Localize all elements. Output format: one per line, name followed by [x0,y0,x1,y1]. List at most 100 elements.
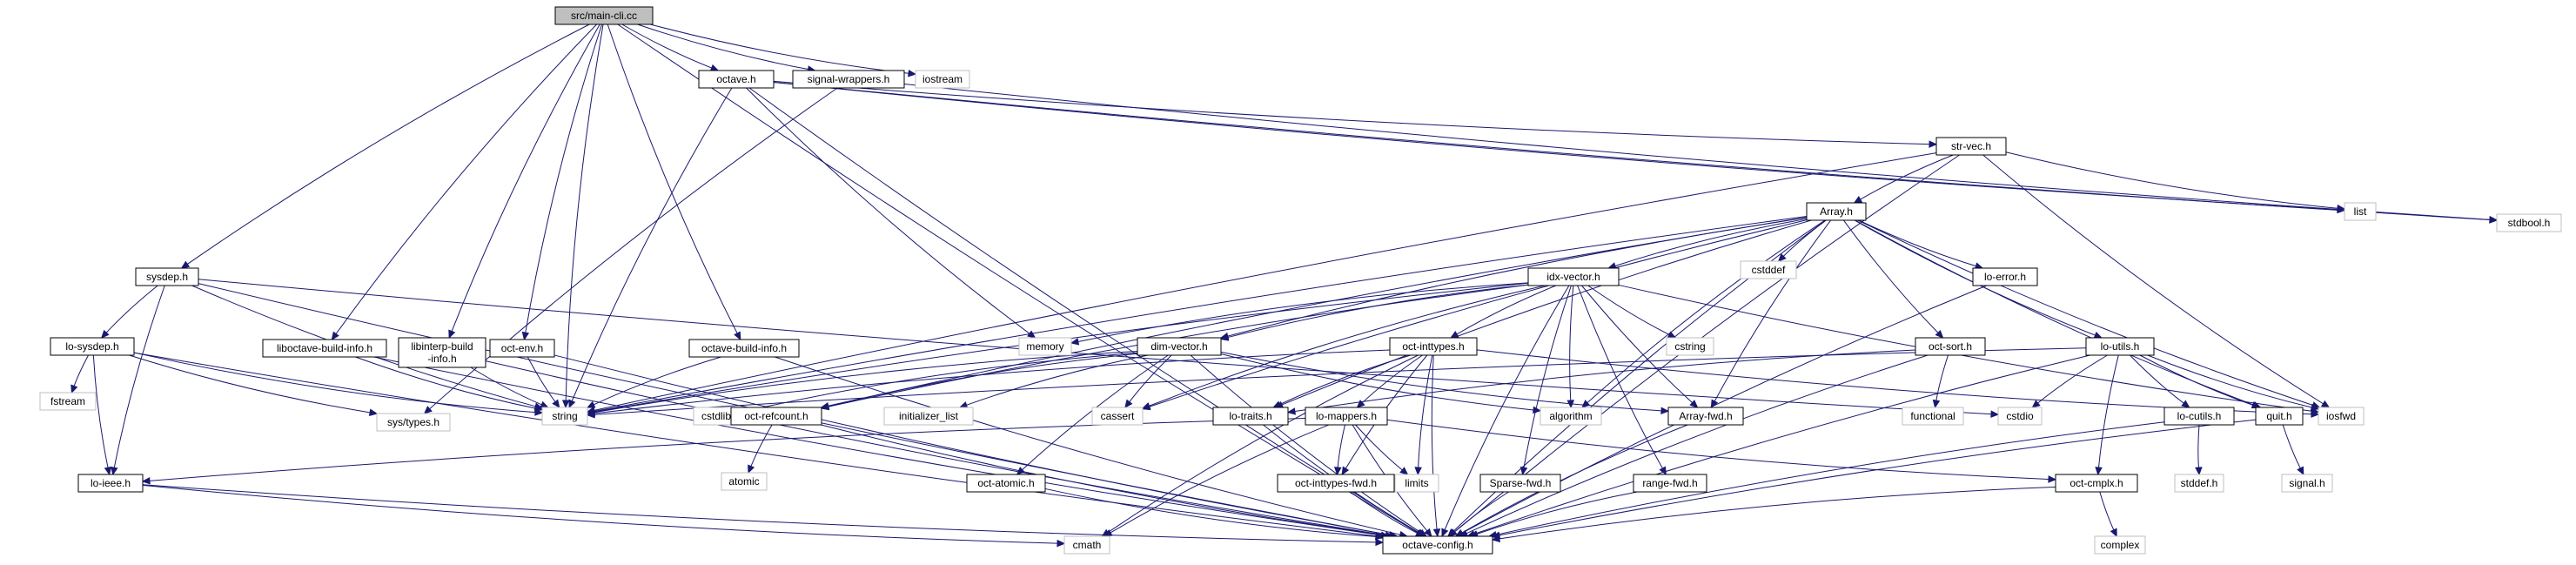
edge-idx-vector-to-cassert [1141,285,1546,410]
node-octave-config[interactable]: octave-config.h [1382,535,1493,555]
edge-arrowhead [1375,533,1385,541]
node-oct-sort[interactable]: oct-sort.h [1915,337,1986,356]
node-oct-cmplx[interactable]: oct-cmplx.h [2055,474,2138,493]
edge-oct-atomic-to-octave-config [1044,488,1385,541]
edge-line [1935,354,1949,401]
edge-arrowhead [1070,338,1080,346]
edge-arrowhead [2297,466,2304,476]
edge-arrowhead [1414,467,1422,476]
node-oct-atomic[interactable]: oct-atomic.h [966,474,1046,493]
node-oct-inttypes[interactable]: oct-inttypes.h [1389,337,1478,356]
node-array-h[interactable]: Array.h [1806,202,1867,221]
edge-libinterp-bi-to-octave-config [485,360,1394,539]
edge-arrowhead [2181,400,2190,408]
edge-arrowhead [568,399,576,409]
node-limits: limits [1394,474,1439,493]
edge-arrowhead [1432,528,1441,538]
node-quit-h[interactable]: quit.h [2255,407,2304,426]
edge-octave-bi-to-string [586,356,721,408]
edge-line [1220,351,1662,412]
edge-line [745,352,1138,412]
edge-octave-h-to-memory [746,87,1036,339]
node-lo-ieee[interactable]: lo-ieee.h [77,474,144,493]
node-box [1740,260,1797,279]
edge-octave-h-to-str-vec [773,80,1938,148]
node-signal-wrappers[interactable]: signal-wrappers.h [792,70,905,89]
edge-line [1587,285,1670,335]
node-label: complex [2101,539,2140,551]
node-sparse-fwd[interactable]: Sparse-fwd.h [1479,474,1561,493]
node-box [1212,407,1289,426]
node-lo-error[interactable]: lo-error.h [1972,267,2038,286]
edge-dim-vector-to-algorithm [1220,353,1542,414]
node-oct-refcount[interactable]: oct-refcount.h [730,407,822,426]
edge-line [1569,285,1574,401]
edge-arrowhead [2093,331,2103,339]
node-label: cstdlib [701,410,731,422]
edge-line [1149,219,1808,407]
edge-line [2197,424,2200,468]
node-range-fwd[interactable]: range-fwd.h [1633,474,1707,493]
edge-line [1386,419,2049,480]
node-box [1902,407,1964,426]
edge-array-h-to-string [586,215,1808,415]
node-functional: functional [1902,407,1964,426]
edge-lo-ieee-to-octave-config [142,484,1385,547]
node-oct-inttypes-fwd[interactable]: oct-inttypes-fwd.h [1277,474,1395,493]
edge-line [1281,219,1812,406]
node-lo-mappers[interactable]: lo-mappers.h [1305,407,1388,426]
node-libinterp-bi[interactable]: libinterp-build-info.h [398,337,486,368]
node-oct-env[interactable]: oct-env.h [489,339,555,358]
node-lo-traits[interactable]: lo-traits.h [1212,407,1289,426]
node-octave-bi[interactable]: octave-build-info.h [688,339,800,358]
edge-arrowhead [1057,539,1066,548]
node-box [688,339,800,358]
edges-layer [70,24,2499,548]
edge-dim-vector-to-init-list [958,354,1149,409]
node-list: list [2344,202,2377,221]
node-box [2496,213,2562,232]
node-label: oct-inttypes-fwd.h [1295,477,1377,489]
edge-line [1444,285,1570,530]
node-box [39,392,97,411]
node-label: fstream [50,395,85,407]
edge-arrowhead [748,464,755,474]
node-dim-vector[interactable]: dim-vector.h [1137,337,1222,356]
node-lo-sysdep[interactable]: lo-sysdep.h [50,337,135,356]
edge-arrowhead [1853,196,1863,204]
edge-main-to-sysdep [180,24,590,269]
edge-line [828,353,1138,407]
node-str-vec[interactable]: str-vec.h [1935,137,2007,156]
edge-sysdep-to-lo-sysdep [100,285,158,339]
edge-idx-vector-to-algorithm [1566,285,1574,409]
node-label: octave-build-info.h [701,342,787,354]
node-liboctave-bi[interactable]: liboctave-build-info.h [262,339,387,358]
edge-line [470,367,542,406]
edge-arrowhead [1375,538,1385,547]
edge-arrowhead [111,466,118,476]
node-octave-h[interactable]: octave.h [698,70,775,89]
edge-arrowhead [709,64,720,71]
node-box [541,407,588,426]
edge-main-to-liboctave-bi [331,24,597,341]
edge-line [775,356,1401,535]
node-box [698,70,775,89]
node-lo-cutils[interactable]: lo-cutils.h [2163,407,2235,426]
edge-arrowhead [100,329,110,339]
node-box [883,407,974,426]
edge-lo-mappers-to-limits [1355,424,1409,475]
node-idx-vector[interactable]: idx-vector.h [1527,267,1620,286]
edge-line [1337,424,1345,468]
edge-main-to-signal-wrappers [637,24,816,73]
node-array-fwd[interactable]: Array-fwd.h [1667,407,1744,426]
node-label: atomic [728,475,759,488]
edge-line [1461,424,1688,534]
node-box [50,337,135,356]
edge-arrowhead [1519,466,1528,476]
node-lo-utils[interactable]: lo-utils.h [2085,337,2155,356]
node-label: initializer_list [899,410,959,422]
edge-idx-vector-to-oct-inttypes [1450,285,1557,339]
node-box [2255,407,2304,426]
node-string: string [541,407,588,426]
node-sysdep[interactable]: sysdep.h [135,267,199,286]
